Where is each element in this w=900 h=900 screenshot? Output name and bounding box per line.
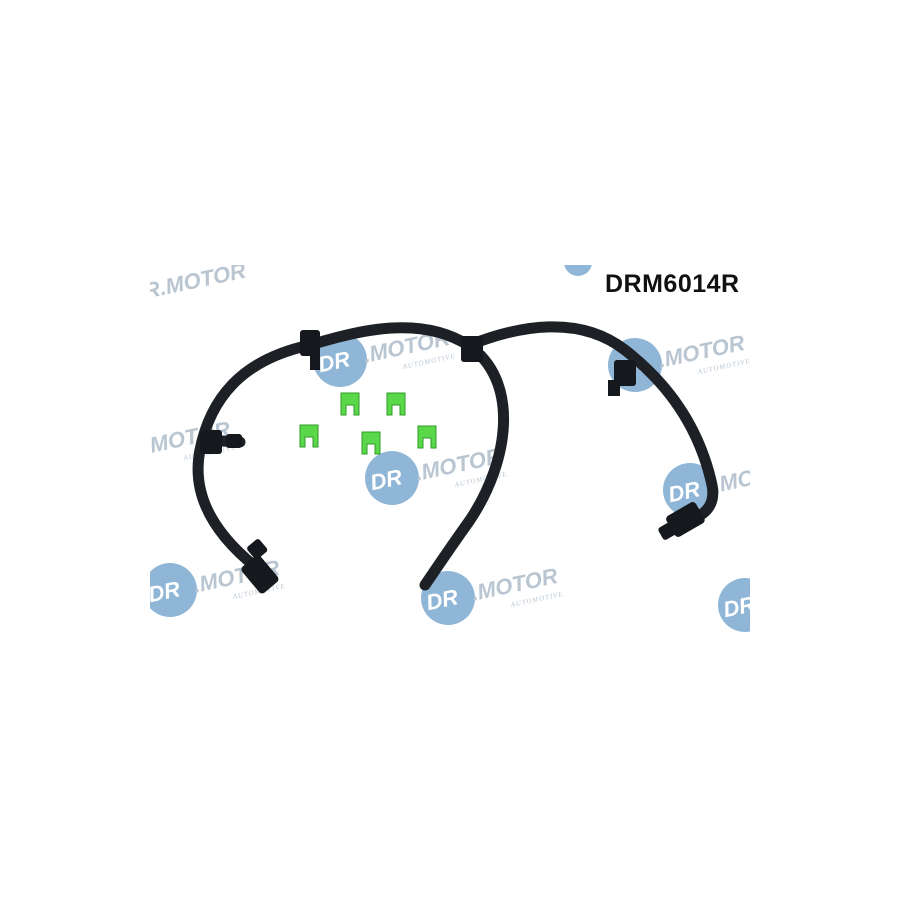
connectors — [200, 330, 705, 594]
svg-text:DR.MOTOR: DR.MOTOR — [126, 258, 248, 307]
green-clip — [361, 431, 381, 455]
end-connector — [241, 539, 279, 594]
t-connector — [614, 360, 636, 386]
end-connector — [658, 502, 705, 540]
watermark — [712, 572, 750, 635]
clips — [299, 392, 437, 455]
t-connector — [461, 336, 483, 362]
t-connector-stub — [608, 380, 620, 396]
hose-right — [464, 321, 719, 526]
green-clip — [417, 425, 437, 449]
green-clip — [386, 392, 406, 416]
watermark: DR.MOTOR — [126, 258, 248, 307]
green-clip — [340, 392, 360, 416]
svg-text:.MOTOR: .MOTOR — [711, 455, 802, 498]
t-connector — [300, 330, 320, 356]
t-connector-stub — [226, 434, 242, 448]
watermark-circle — [564, 265, 592, 276]
t-connector — [200, 430, 222, 454]
t-connector-stub — [310, 350, 320, 370]
hose-left — [192, 322, 510, 591]
green-clip — [299, 424, 319, 448]
part-number: DRM6014R — [605, 270, 740, 298]
